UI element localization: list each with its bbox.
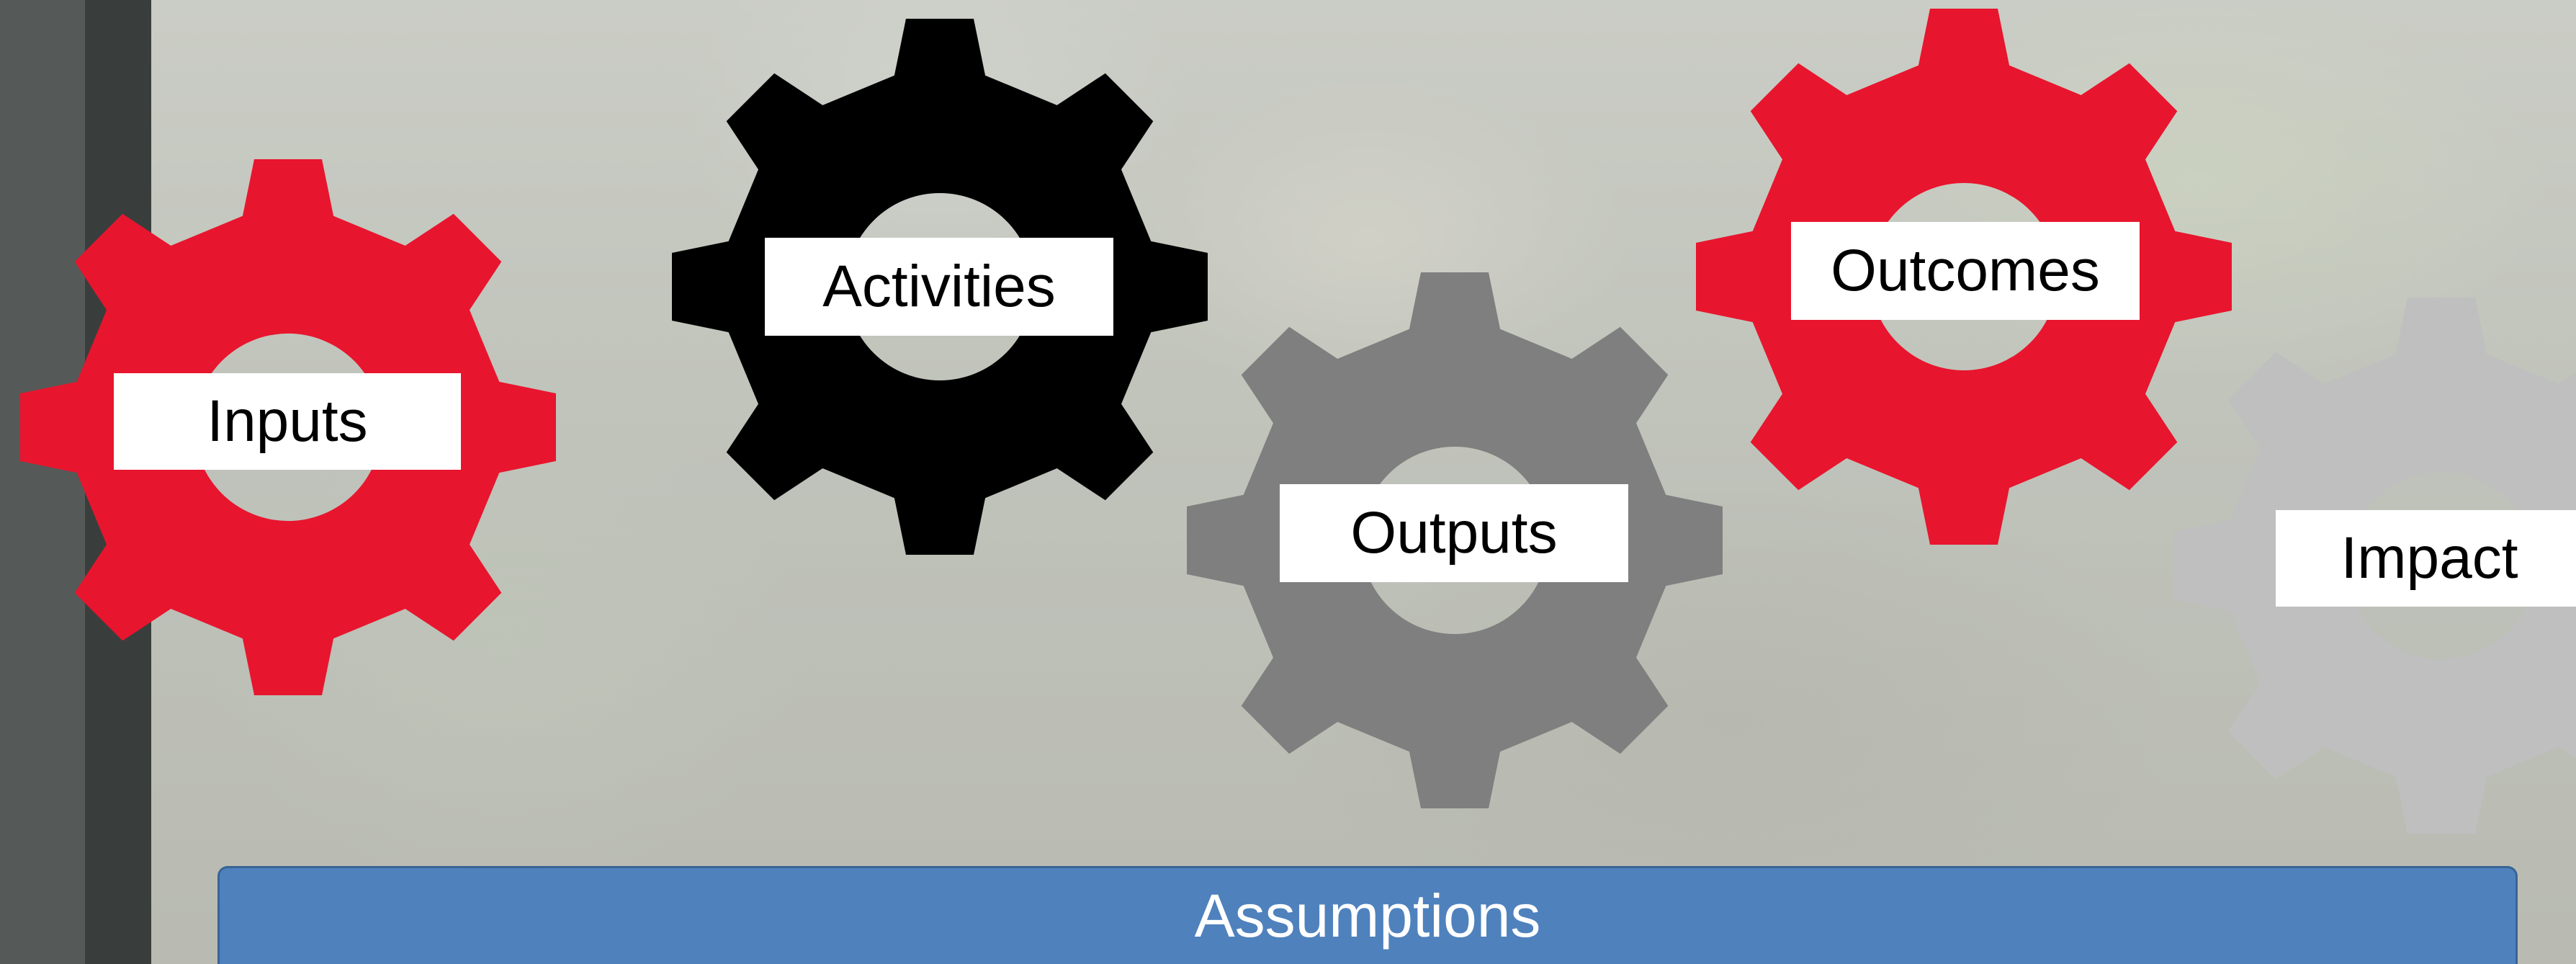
outputs-label: Outputs: [1280, 484, 1628, 582]
impact-gear-shape: [2173, 298, 2576, 834]
impact-gear-icon: [2173, 298, 2576, 834]
inputs-gear-icon: [20, 159, 556, 695]
activities-gear-shape: [672, 19, 1208, 555]
activities-gear-icon: [672, 19, 1208, 555]
outcomes-gear-shape: [1696, 9, 2232, 545]
left-side-band: [0, 0, 85, 964]
outputs-gear-icon: [1187, 272, 1723, 808]
inputs-gear-shape: [20, 159, 556, 695]
inputs-label: Inputs: [114, 373, 461, 470]
outcomes-label: Outcomes: [1791, 222, 2140, 320]
outcomes-gear-icon: [1696, 9, 2232, 545]
impact-label: Impact: [2276, 510, 2576, 607]
assumptions-bar: Assumptions: [217, 866, 2518, 964]
outputs-gear-shape: [1187, 272, 1723, 808]
activities-label: Activities: [765, 238, 1113, 336]
